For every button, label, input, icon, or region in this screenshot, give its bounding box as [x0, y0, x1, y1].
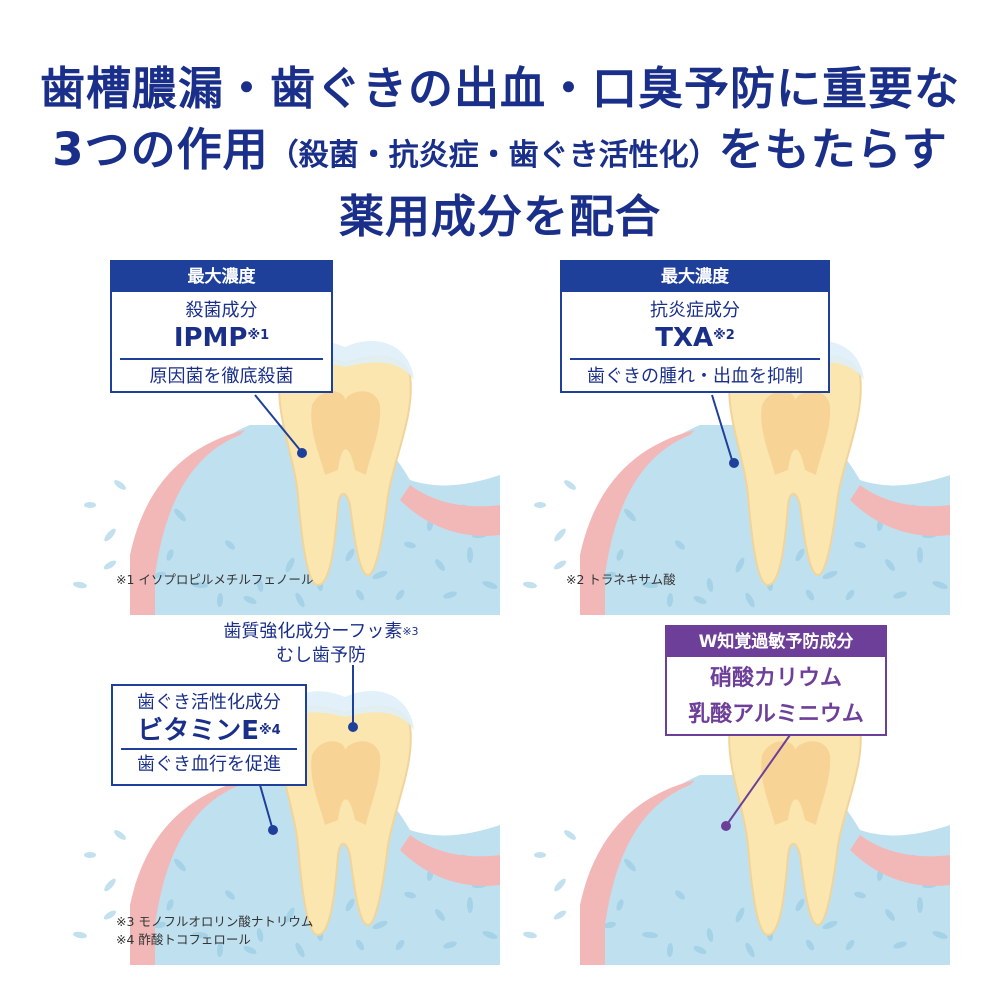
- headline-line-1: 歯槽膿漏・歯ぐきの出血・口臭予防に重要な: [39, 62, 960, 115]
- footnote-1: ※1 イソプロピルメチルフェノール: [116, 572, 314, 587]
- txa-name-text: TXA: [655, 323, 714, 353]
- panel-sensitivity: [500, 605, 950, 965]
- panel-vitamin-e: [50, 605, 500, 965]
- ipmp-type: 殺菌成分: [185, 300, 258, 321]
- vitamin-e-label-box: 歯ぐき活性化成分 ビタミンE※4 歯ぐき血行を促進: [111, 684, 307, 786]
- headline: 歯槽膿漏・歯ぐきの出血・口臭予防に重要な 3つの作用（殺菌・抗炎症・歯ぐき活性化…: [0, 58, 1000, 247]
- panel-txa: [500, 255, 950, 615]
- potassium-nitrate: 硝酸カリウム: [709, 666, 842, 691]
- headline-line-3: 薬用成分を配合: [338, 190, 661, 243]
- ipmp-name-text: IPMP: [173, 323, 248, 353]
- tooth-illustration: [523, 340, 950, 615]
- txa-label-box: 最大濃度 抗炎症成分 TXA※2 歯ぐきの腫れ・出血を抑制: [560, 260, 830, 393]
- fluoride-line: 歯質強化成分ーフッ素※3: [196, 620, 446, 644]
- headline-line-2: 3つの作用（殺菌・抗炎症・歯ぐき活性化）をもたらす: [0, 119, 1000, 186]
- footnote-3: ※3 モノフルオロリン酸ナトリウム: [116, 914, 314, 929]
- vitamin-e-effect: 歯ぐき血行を促進: [137, 754, 281, 775]
- headline-line-2-paren: （殺菌・抗炎症・歯ぐき活性化）: [268, 138, 719, 173]
- vitamin-e-divider: [121, 748, 297, 750]
- ipmp-divider: [120, 358, 323, 360]
- footnote-2: ※2 トラネキサム酸: [566, 572, 676, 587]
- fluoride-label: 歯質強化成分ーフッ素※3 むし歯予防: [196, 620, 446, 668]
- txa-type: 抗炎症成分: [650, 300, 740, 321]
- headline-line-2-end: をもたらす: [718, 123, 948, 176]
- fluoride-mark: ※3: [402, 625, 419, 638]
- ipmp-note-mark: ※1: [247, 328, 270, 343]
- footnote-4: ※4 酢酸トコフェロール: [116, 932, 251, 947]
- tooth-illustration: [523, 690, 950, 965]
- fluoride-effect: むし歯予防: [276, 645, 366, 666]
- txa-effect: 歯ぐきの腫れ・出血を抑制: [587, 366, 803, 387]
- fluoride-text: 歯質強化成分ーフッ素: [223, 621, 403, 642]
- txa-header: 最大濃度: [562, 262, 828, 292]
- ipmp-effect: 原因菌を徹底殺菌: [149, 366, 294, 387]
- vitamin-e-name: ビタミンE※4: [113, 716, 305, 746]
- sensitivity-header: W知覚過敏予防成分: [667, 627, 885, 657]
- vitamin-e-note-mark: ※4: [259, 723, 281, 738]
- txa-divider: [570, 358, 820, 360]
- vitamin-e-type: 歯ぐき活性化成分: [137, 692, 281, 713]
- ipmp-label-box: 最大濃度 殺菌成分 IPMP※1 原因菌を徹底殺菌: [110, 260, 333, 393]
- headline-line-2-start: 3つの作用: [52, 123, 269, 176]
- txa-name: TXA※2: [562, 322, 828, 354]
- sensitivity-label-box: W知覚過敏予防成分 硝酸カリウム 乳酸アルミニウム: [665, 625, 887, 736]
- ipmp-name: IPMP※1: [112, 322, 331, 354]
- ipmp-header: 最大濃度: [112, 262, 331, 292]
- vitamin-e-name-text: ビタミンE: [137, 716, 260, 746]
- tooth-illustration: [73, 665, 500, 965]
- aluminum-lactate: 乳酸アルミニウム: [688, 702, 864, 727]
- txa-note-mark: ※2: [713, 328, 735, 343]
